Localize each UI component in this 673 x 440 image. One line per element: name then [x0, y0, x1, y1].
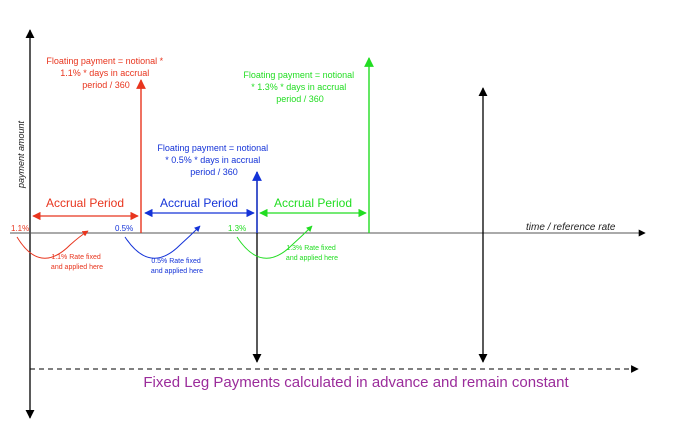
floating-payment-line: period / 360	[276, 94, 324, 104]
rate-fixed-note: 1.1% Rate fixed and applied here	[51, 254, 103, 271]
x-axis-label: time / reference rate	[526, 222, 616, 233]
fixed-leg-caption: Fixed Leg Payments calculated in advance…	[143, 374, 569, 391]
rate-fixed-note-line: 1.3% Rate fixed	[286, 245, 336, 252]
floating-payment-line: Floating payment = notional	[243, 70, 354, 80]
floating-payment-text: Floating payment = notional * 1.3% * day…	[243, 70, 356, 104]
rate-fixing-curve	[236, 225, 313, 259]
y-axis-label: payment amount	[16, 120, 26, 189]
rate-label: 1.1%	[11, 224, 29, 233]
rate-fixed-note-line: and applied here	[151, 268, 203, 275]
rate-fixing-curve	[16, 230, 89, 259]
accrual-period-label: Accrual Period	[160, 196, 238, 210]
rate-label: 1.3%	[228, 224, 246, 233]
rate-fixed-note: 0.5% Rate fixed and applied here	[151, 258, 203, 275]
floating-payment-text: Floating payment = notional * 0.5% * day…	[157, 143, 270, 177]
rate-fixing-curve	[124, 225, 201, 259]
floating-payment-line: period / 360	[82, 80, 130, 90]
rate-fixed-note-line: 1.1% Rate fixed	[51, 254, 101, 261]
rate-label: 0.5%	[115, 224, 133, 233]
floating-payment-line: * 0.5% * days in accrual	[165, 155, 260, 165]
accrual-period-label: Accrual Period	[274, 196, 352, 210]
floating-payment-line: * 1.3% * days in accrual	[251, 82, 346, 92]
floating-payment-line: Floating payment = notional	[157, 143, 268, 153]
floating-payment-line: Floating payment = notional *	[46, 56, 163, 66]
accrual-period-label: Accrual Period	[46, 196, 124, 210]
rate-fixed-note-line: and applied here	[286, 255, 338, 262]
floating-payment-line: 1.1% * days in accrual	[60, 68, 149, 78]
rate-fixed-note-line: and applied here	[51, 264, 103, 271]
rate-fixed-note: 1.3% Rate fixed and applied here	[286, 245, 338, 262]
floating-payment-line: period / 360	[190, 167, 238, 177]
rate-fixed-note-line: 0.5% Rate fixed	[151, 258, 201, 265]
floating-payment-text: Floating payment = notional * 1.1% * day…	[46, 56, 165, 90]
